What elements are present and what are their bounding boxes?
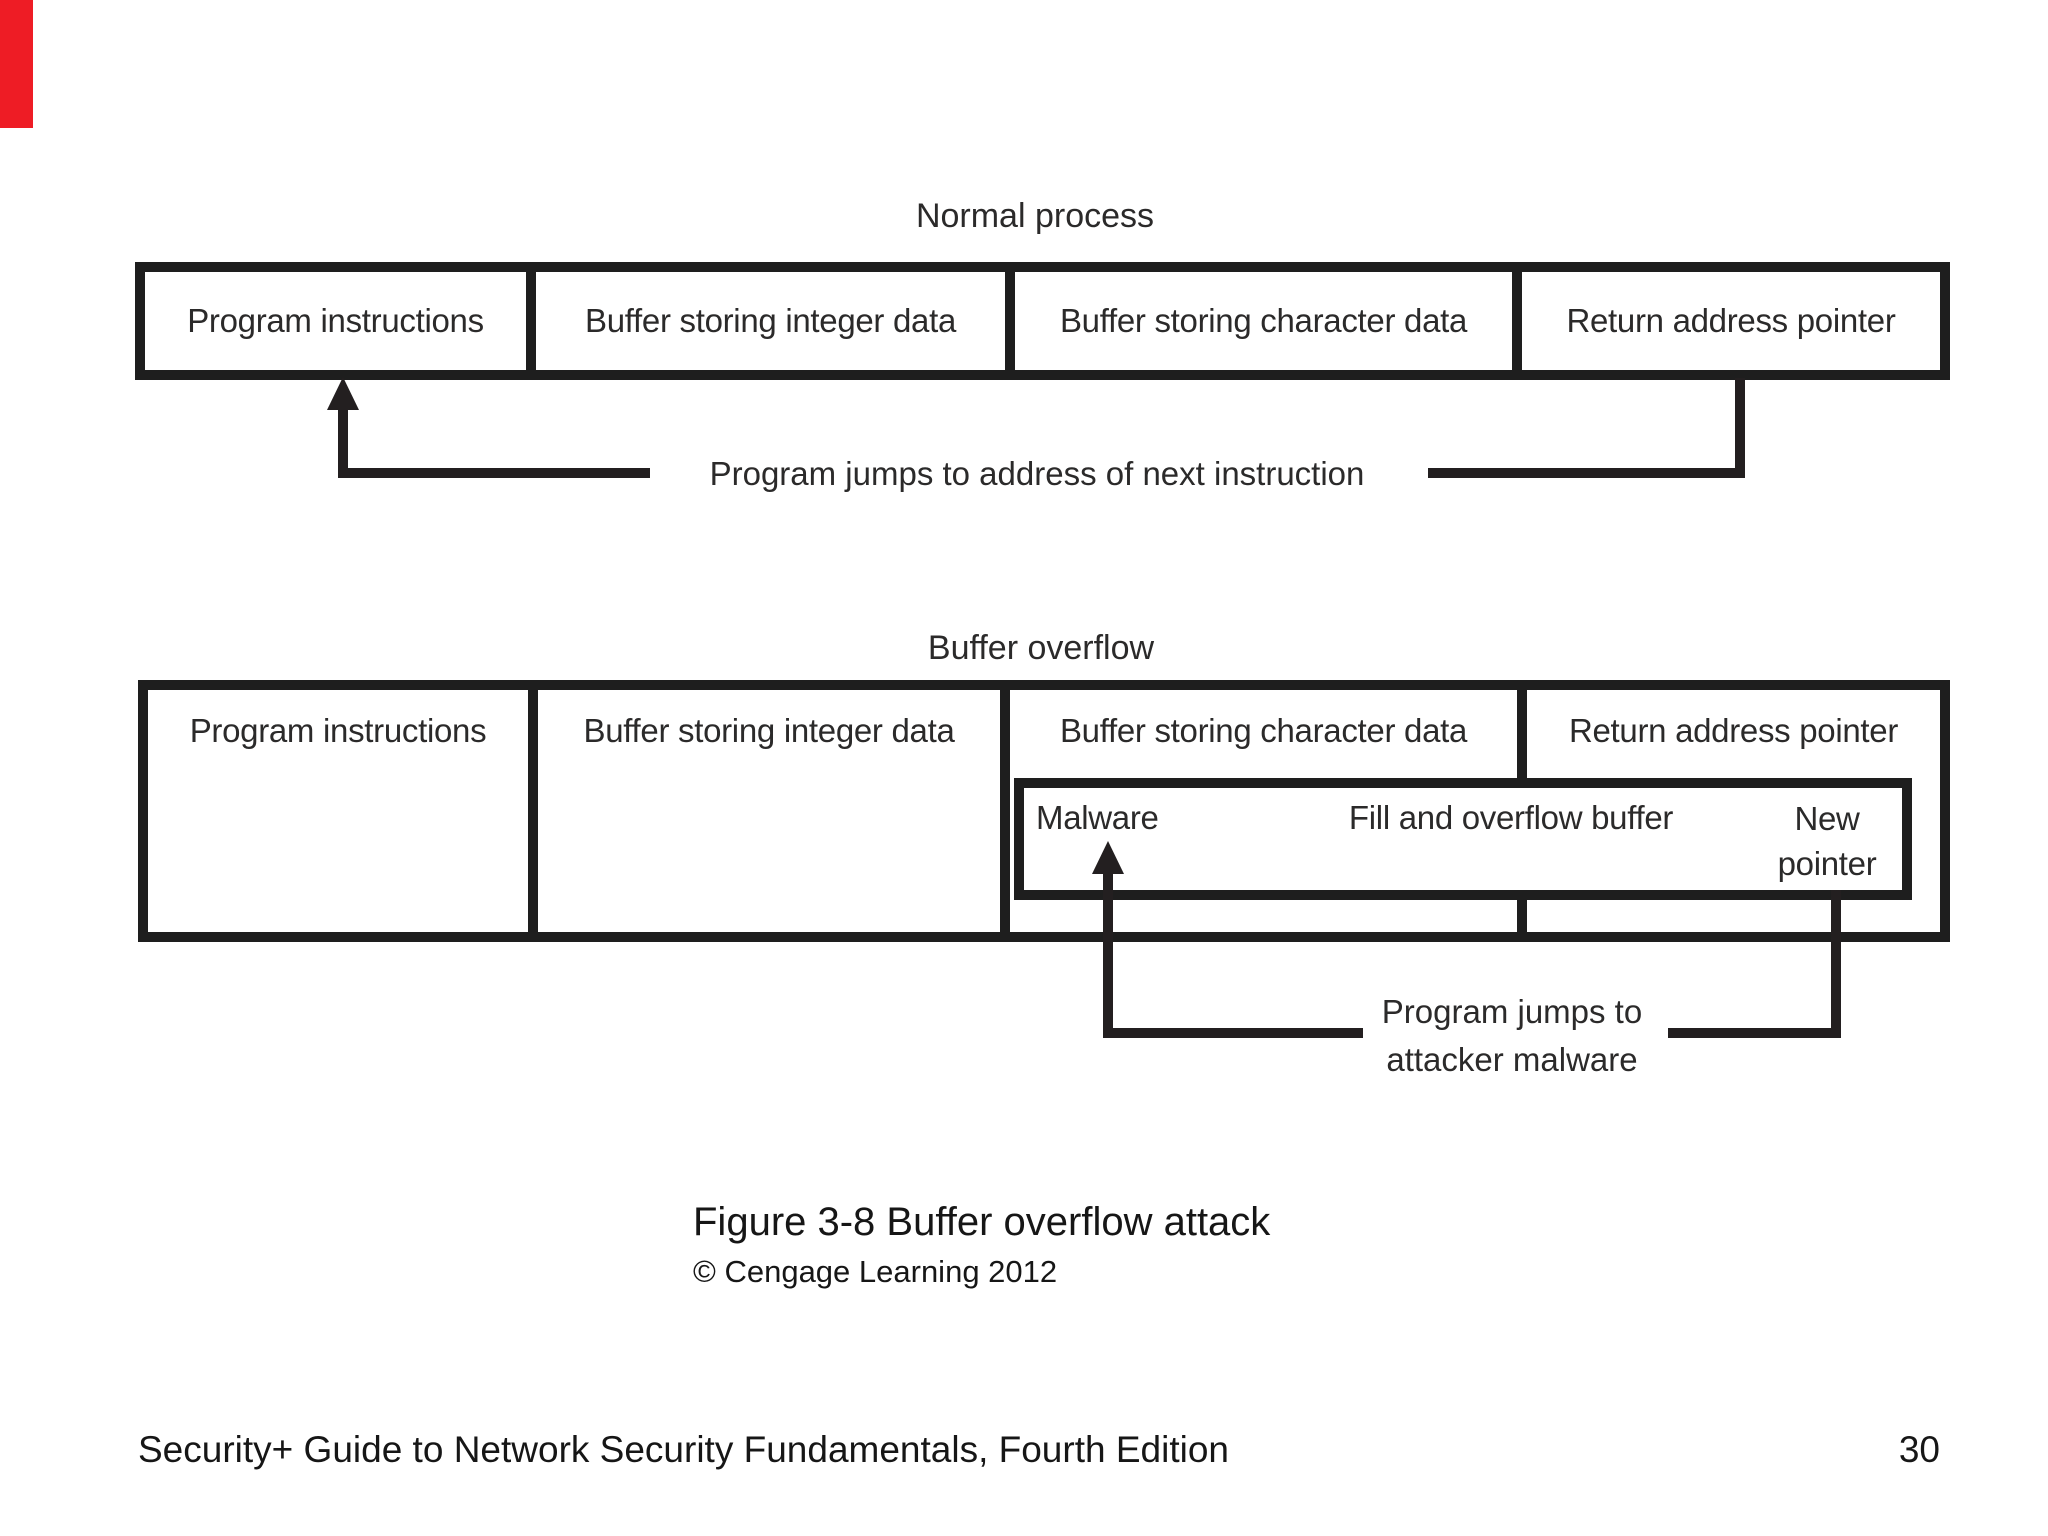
attack-jump-label-line1: Program jumps to: [1381, 993, 1643, 1030]
normal-jump-label: Program jumps to address of next instruc…: [709, 455, 1365, 492]
cell-label: Return address pointer: [1568, 712, 1899, 749]
overflow-cell-program-instructions: Program instructions: [148, 690, 528, 932]
footer-book-title: Security+ Guide to Network Security Fund…: [138, 1429, 1229, 1470]
normal-cell-character-buffer: Buffer storing character data: [1015, 272, 1512, 370]
normal-loop-horizontal-right: [1428, 468, 1745, 478]
new-pointer-label: New pointer: [1732, 796, 1922, 886]
malware-overlay-box: [1014, 778, 1912, 900]
attack-jump-label-line2: attacker malware: [1386, 1041, 1638, 1078]
new-pointer-line1: New: [1794, 800, 1860, 837]
normal-cell-integer-buffer: Buffer storing integer data: [536, 272, 1005, 370]
cell-label: Return address pointer: [1566, 302, 1896, 339]
copyright-notice: © Cengage Learning 2012: [693, 1254, 1058, 1289]
cell-label: Buffer storing integer data: [584, 302, 957, 339]
up-arrowhead-to-program-instructions: [327, 377, 359, 410]
attack-jump-label: Program jumps to attacker malware: [1312, 988, 1712, 1084]
malware-label: Malware: [1036, 799, 1159, 836]
buffer-overflow-title: Buffer overflow: [927, 629, 1155, 667]
normal-process-title: Normal process: [915, 197, 1155, 235]
cell-label: Program instructions: [187, 302, 484, 339]
normal-loop-horizontal-left: [338, 468, 650, 478]
normal-loop-left-line: [338, 407, 348, 478]
attack-loop-horizontal-right: [1668, 1028, 1841, 1038]
attack-loop-horizontal-left: [1103, 1028, 1363, 1038]
footer-page-number: 30: [1898, 1429, 1940, 1470]
normal-cell-return-pointer: Return address pointer: [1522, 272, 1940, 370]
cell-label: Buffer storing integer data: [583, 712, 955, 749]
figure-caption-block: Figure 3-8 Buffer overflow attack © Ceng…: [693, 1198, 1270, 1292]
red-accent-bar: [0, 0, 33, 128]
new-pointer-down-line: [1831, 890, 1841, 1038]
cell-label: Program instructions: [189, 712, 487, 749]
cell-label: Buffer storing character data: [1059, 302, 1468, 339]
fill-overflow-label: Fill and overflow buffer: [1348, 799, 1674, 836]
figure-caption: Figure 3-8 Buffer overflow attack: [693, 1200, 1271, 1244]
normal-loop-right-line: [1735, 378, 1745, 478]
malware-arrow-line: [1103, 872, 1113, 1038]
cell-label: Buffer storing character data: [1059, 712, 1468, 749]
overflow-cell-integer-buffer: Buffer storing integer data: [538, 690, 1000, 932]
normal-cell-program-instructions: Program instructions: [145, 272, 526, 370]
up-arrowhead-to-malware: [1092, 841, 1124, 874]
new-pointer-line2: pointer: [1777, 845, 1877, 882]
